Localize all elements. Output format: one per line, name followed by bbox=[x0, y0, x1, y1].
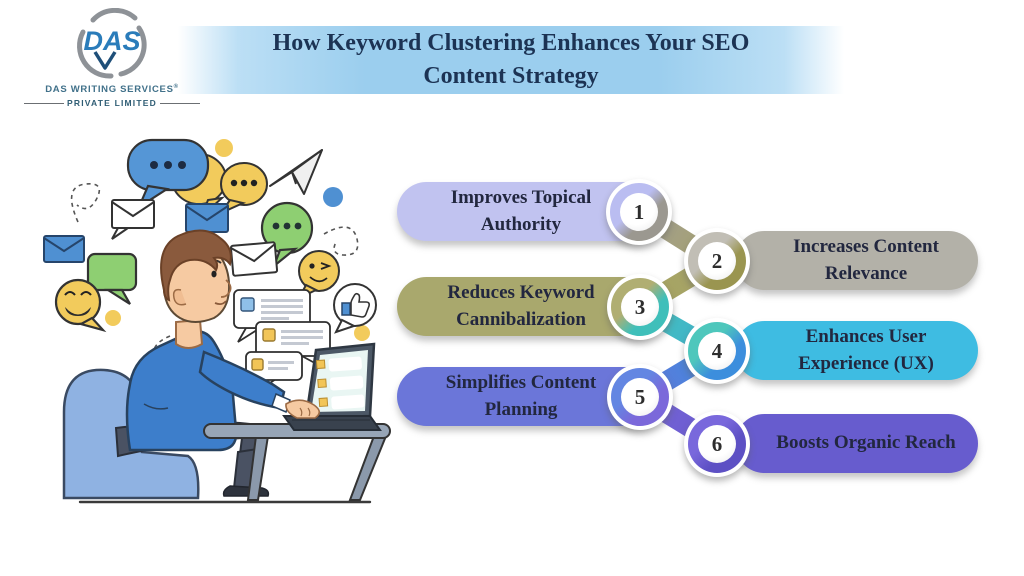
hair bbox=[160, 229, 232, 302]
envelope-icon bbox=[111, 199, 155, 240]
divider bbox=[159, 102, 200, 104]
benefit-pill-6: Boosts Organic Reach bbox=[735, 414, 978, 473]
title-line-1: How Keyword Clustering Enhances Your SEO bbox=[272, 29, 750, 56]
divider bbox=[24, 102, 65, 104]
speech-bubble-icon bbox=[126, 138, 210, 210]
envelope-icon bbox=[43, 235, 85, 263]
benefit-label: Boosts Organic Reach bbox=[776, 432, 956, 454]
logo-mark: DAS bbox=[77, 8, 147, 79]
step-number-badge: 2 bbox=[698, 242, 736, 280]
envelope-icon bbox=[185, 203, 229, 233]
step-circle-3: 3 bbox=[607, 274, 673, 340]
step-circle-4: 4 bbox=[684, 318, 750, 384]
benefit-label: Increases Content Relevance bbox=[793, 235, 939, 284]
title-banner: How Keyword Clustering Enhances Your SEO… bbox=[178, 26, 844, 94]
step-number: 6 bbox=[711, 431, 723, 456]
dot-icon bbox=[354, 325, 370, 341]
dot-icon bbox=[105, 310, 121, 326]
thumbs-up-icon bbox=[333, 283, 377, 334]
benefit-label: Improves Topical Authority bbox=[450, 186, 592, 235]
step-circle-2: 2 bbox=[684, 228, 750, 294]
envelope-icon bbox=[229, 241, 279, 277]
step-number-badge: 3 bbox=[621, 288, 659, 326]
logo-monogram: DAS bbox=[83, 26, 140, 56]
step-circle-6: 6 bbox=[684, 411, 750, 477]
dot-icon bbox=[215, 139, 233, 157]
step-number: 2 bbox=[711, 248, 723, 273]
dot-icon bbox=[323, 187, 343, 207]
logo: DAS DAS WRITING SERVICES® PRIVATE LIMITE… bbox=[24, 8, 200, 108]
person-at-laptop-illustration bbox=[43, 138, 391, 504]
emoji-laugh-icon bbox=[54, 278, 107, 333]
step-number: 4 bbox=[711, 338, 723, 363]
step-circle-1: 1 bbox=[606, 179, 672, 245]
step-number-badge: 5 bbox=[621, 378, 659, 416]
step-number: 1 bbox=[633, 199, 645, 224]
arm bbox=[198, 350, 321, 419]
logo-company-name: DAS WRITING SERVICES® bbox=[45, 84, 179, 96]
page-title: How Keyword Clustering Enhances Your SEO… bbox=[273, 27, 750, 93]
benefit-label: Enhances User Experience (UX) bbox=[798, 325, 934, 374]
title-line-2: Content Strategy bbox=[423, 63, 599, 89]
laptop bbox=[282, 342, 382, 431]
step-number-badge: 1 bbox=[620, 193, 658, 231]
emoji-wink-icon bbox=[296, 250, 340, 301]
paper-plane-icon bbox=[269, 149, 323, 195]
benefit-pill-4: Enhances User Experience (UX) bbox=[735, 321, 978, 380]
speech-bubble-icon bbox=[86, 252, 138, 305]
benefit-label: Simplifies Content Planning bbox=[445, 371, 597, 420]
logo-subtitle: PRIVATE LIMITED bbox=[24, 98, 200, 108]
step-number: 5 bbox=[634, 384, 646, 409]
step-number-badge: 6 bbox=[698, 425, 736, 463]
speech-bubble-icon bbox=[218, 162, 268, 216]
benefit-label: Reduces Keyword Cannibalization bbox=[447, 281, 595, 330]
step-number-badge: 4 bbox=[698, 332, 736, 370]
benefit-pill-2: Increases Content Relevance bbox=[735, 231, 978, 290]
step-circle-5: 5 bbox=[607, 364, 673, 430]
step-number: 3 bbox=[634, 294, 646, 319]
